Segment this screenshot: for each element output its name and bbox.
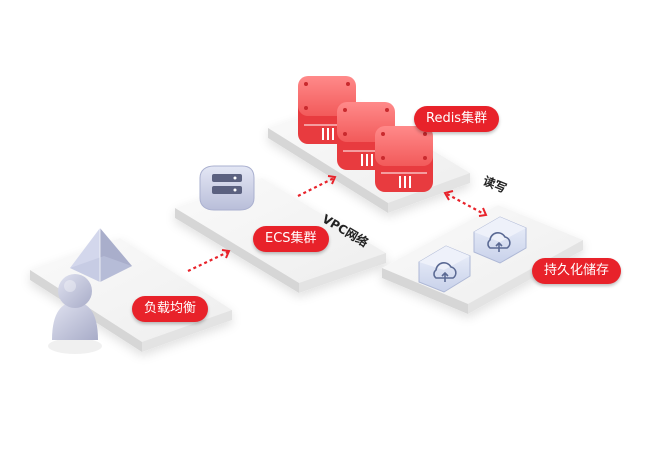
connector-lb-to-ecs <box>187 249 231 272</box>
pyramid-icon <box>70 228 132 282</box>
persistent-storage-label: 持久化储存 <box>532 258 622 284</box>
user-icon <box>48 274 102 354</box>
redis-cube-icon <box>375 126 433 192</box>
cloud-storage-icon <box>418 245 471 293</box>
connector-redis-storage <box>443 190 488 217</box>
cloud-storage-icon <box>473 216 527 264</box>
ecs-cluster-label: ECS集群 <box>253 226 329 252</box>
connector-ecs-to-redis <box>297 175 337 197</box>
server-icon <box>199 165 255 211</box>
redis-cluster-label: Redis集群 <box>414 106 500 132</box>
load-balancer-label: 负载均衡 <box>132 296 209 322</box>
